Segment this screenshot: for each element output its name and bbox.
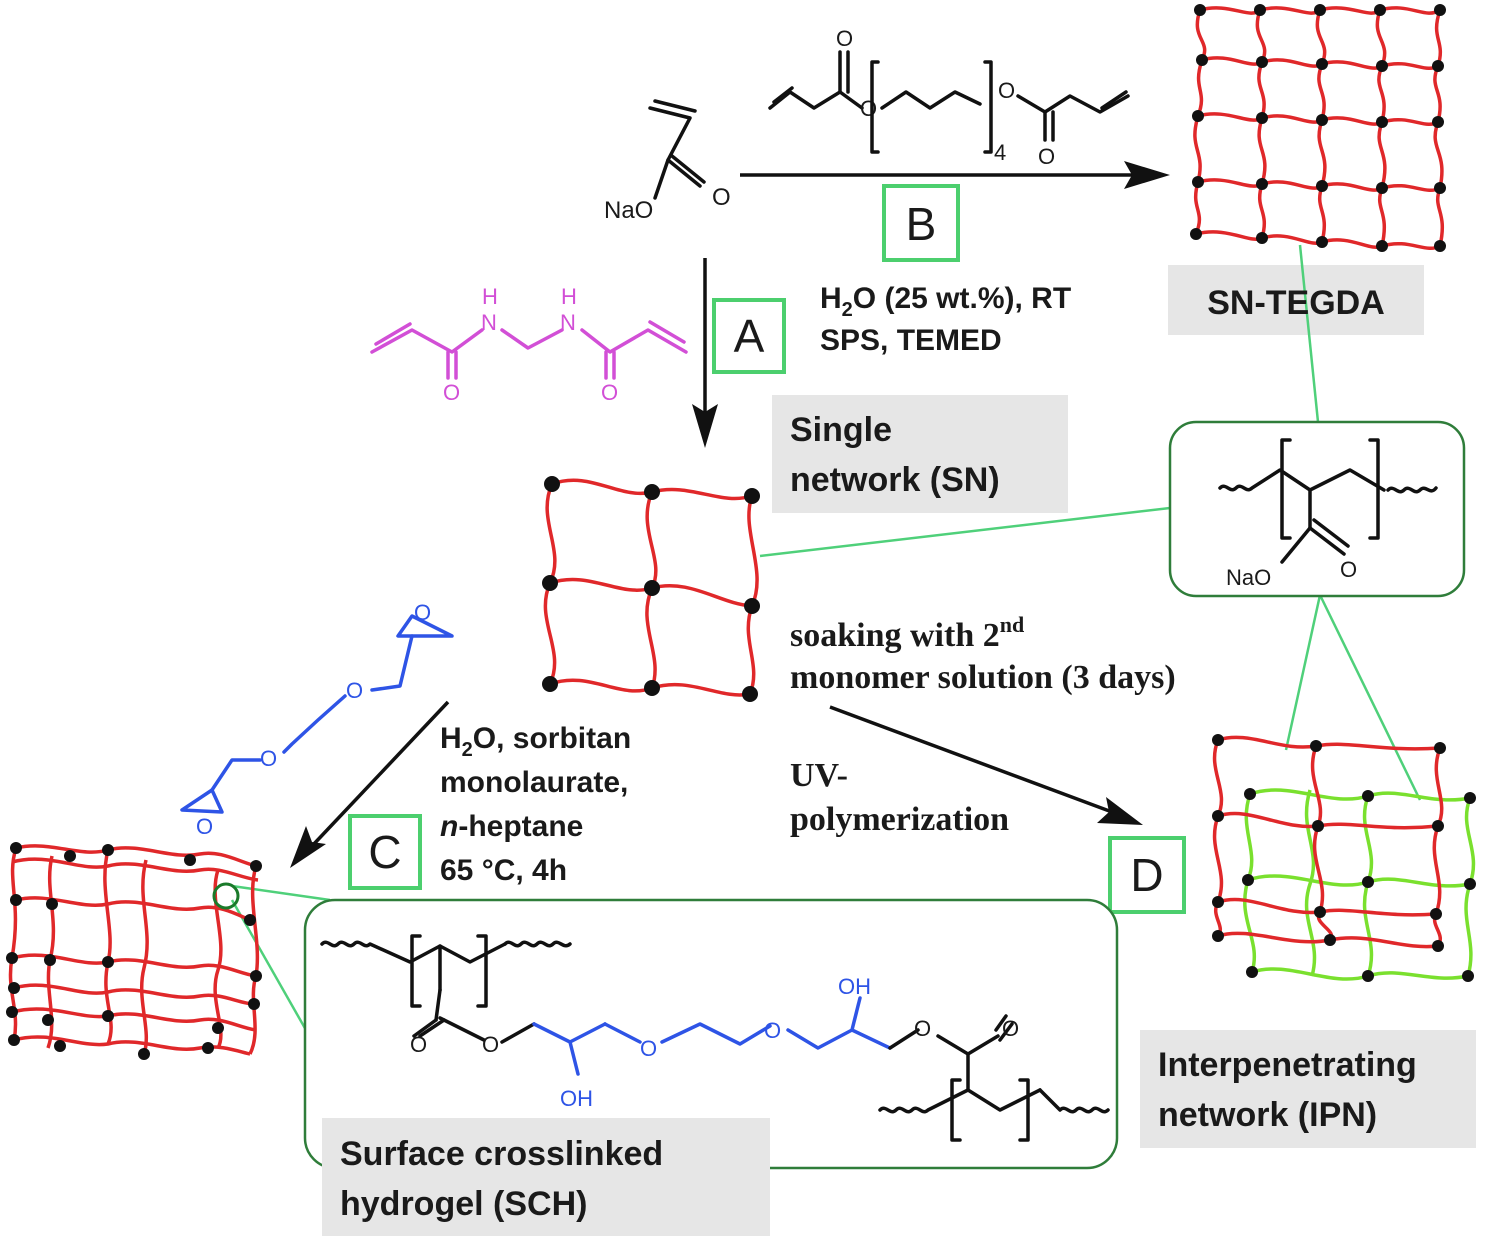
svg-text:O: O <box>1038 144 1055 169</box>
svg-text:O: O <box>346 678 363 703</box>
svg-text:O: O <box>482 1032 499 1057</box>
sch-label-bg <box>322 1118 770 1236</box>
svg-text:O: O <box>914 1016 931 1041</box>
sch-label-line1: Surface crosslinked <box>340 1135 663 1173</box>
step-letter-a: A <box>734 310 765 362</box>
arrow-c <box>290 700 450 868</box>
ipn-label-bg <box>1140 1030 1476 1148</box>
conditions-c-line2: monolaurate, <box>440 766 628 799</box>
ipn-label-line2: network (IPN) <box>1158 1096 1377 1134</box>
ipn-network <box>1212 734 1476 982</box>
conditions-c-line3: n-heptane <box>440 810 583 843</box>
sch-network <box>6 842 262 1060</box>
conditions-ab-line2: SPS, TEMED <box>820 324 1002 357</box>
arrow-d <box>829 705 1143 825</box>
conditions-d-line1: soaking with 2nd <box>790 612 1024 654</box>
svg-text:N: N <box>560 310 576 335</box>
sch-label-line2: hydrogel (SCH) <box>340 1185 587 1223</box>
ipn-label-line1: Interpenetrating <box>1158 1046 1417 1084</box>
svg-text:O: O <box>443 380 460 405</box>
sn-label-bg <box>772 395 1068 513</box>
step-box-d: D <box>1108 836 1186 914</box>
tegda-structure: O O 4 O O <box>768 26 1130 169</box>
svg-text:N: N <box>481 310 497 335</box>
repeat-subscript: 4 <box>994 140 1006 165</box>
svg-text:OH: OH <box>560 1086 593 1111</box>
conditions-d-line2: monomer solution (3 days) <box>790 659 1176 696</box>
svg-text:O: O <box>1002 1016 1019 1041</box>
sn-tegda-label-bg <box>1168 265 1424 335</box>
diepoxide-structure: O O O O <box>180 600 454 839</box>
sn-network <box>542 476 760 702</box>
paa-repeat-box: NaO O <box>1168 420 1466 598</box>
step-box-a: A <box>712 298 786 374</box>
step-box-b: B <box>882 184 960 262</box>
svg-text:H: H <box>561 284 577 309</box>
svg-text:O: O <box>410 1032 427 1057</box>
sodium-acrylate-structure: NaO O <box>604 99 731 224</box>
step-letter-b: B <box>906 198 937 250</box>
arrow-b <box>740 161 1170 189</box>
svg-text:O: O <box>601 380 618 405</box>
svg-text:O: O <box>836 26 853 51</box>
sn-label-line2: network (SN) <box>790 461 1000 499</box>
svg-text:O: O <box>196 814 213 839</box>
step-letter-d: D <box>1130 849 1163 901</box>
carbonyl-o: O <box>712 184 731 211</box>
conditions-ab-line1: H2O (25 wt.%), RT <box>820 282 1071 321</box>
svg-text:OH: OH <box>838 974 871 999</box>
mba-structure: O N H N H O <box>370 284 688 405</box>
svg-text:O: O <box>1340 557 1357 582</box>
conditions-c-line1: H2O, sorbitan <box>440 722 631 761</box>
sn-label-line1: Single <box>790 411 892 449</box>
zoom-circle <box>212 882 240 910</box>
conditions-d-line3: UV- <box>790 757 848 794</box>
connector-lines <box>230 244 1422 1031</box>
sn-tegda-label: SN-TEGDA <box>1207 284 1385 322</box>
nao-label: NaO <box>604 197 653 224</box>
step-box-c: C <box>348 814 422 890</box>
arrow-a <box>692 258 718 448</box>
sn-tegda-network <box>1190 4 1446 252</box>
conditions-c-line4: 65 °C, 4h <box>440 854 567 887</box>
svg-text:O: O <box>998 78 1015 103</box>
svg-text:O: O <box>860 96 877 121</box>
svg-text:O: O <box>260 746 277 771</box>
svg-text:O: O <box>764 1018 781 1043</box>
svg-text:O: O <box>640 1036 657 1061</box>
conditions-d-line4: polymerization <box>790 801 1009 838</box>
svg-text:H: H <box>482 284 498 309</box>
svg-text:O: O <box>414 600 431 625</box>
step-letter-c: C <box>368 826 401 878</box>
svg-text:NaO: NaO <box>1226 565 1271 590</box>
